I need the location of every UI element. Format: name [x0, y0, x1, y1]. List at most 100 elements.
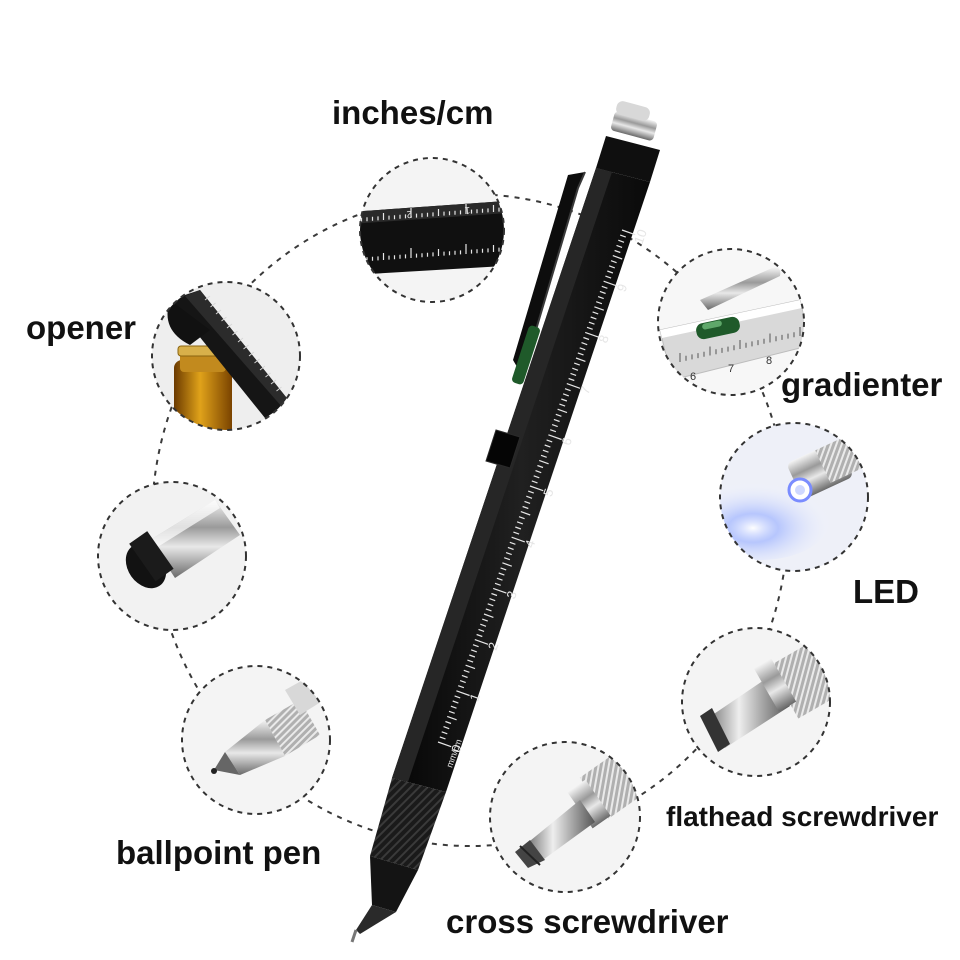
pen-ruler-tick: [443, 726, 450, 730]
pen-ruler-tick: [502, 562, 513, 567]
pen-ruler-tick: [621, 229, 636, 236]
pen-ruler-tick: [542, 449, 549, 453]
pen-ruler-tick: [511, 536, 526, 543]
pen-ruler-tick: [614, 249, 621, 254]
opener-ruler-tick: [221, 316, 227, 322]
pen-ruler-tick: [467, 659, 474, 663]
pen-ruler-tick: [535, 470, 542, 474]
opener-ruler-tick: [226, 323, 233, 329]
pen-ruler-tick: [555, 413, 562, 417]
pen-ruler-tick: [526, 495, 533, 499]
pen-ruler-tick: [518, 516, 525, 520]
pen-ruler-tick: [557, 408, 568, 414]
pen-ruler-tick: [485, 608, 492, 612]
pen-ruler-tick: [619, 234, 627, 238]
pen-ruler-tick: [524, 500, 531, 504]
pen-ruler-tick: [505, 552, 512, 556]
pen-ruler-tick: [538, 459, 549, 465]
gradienter-number-7: 7: [728, 363, 734, 375]
pen-ruler-tick: [594, 306, 605, 311]
label-flathead-screwdriver: flathead screwdriver: [666, 801, 939, 832]
opener-ruler-tick: [270, 379, 277, 385]
inset-number-1: 1: [464, 204, 471, 215]
pen-ruler-tick: [562, 393, 570, 397]
opener-ruler-tick: [254, 358, 260, 364]
pen-ruler-tick: [568, 377, 575, 382]
pen-ruler-tick: [537, 464, 544, 469]
pen-ruler-tick: [575, 357, 586, 362]
pen-ruler-tick: [470, 649, 478, 653]
pen-ruler-number: 7: [577, 384, 594, 396]
pen-ruler-tick: [507, 546, 514, 551]
pen-ruler-tick: [529, 485, 544, 492]
pen-ruler-tick: [531, 480, 538, 484]
pen-ruler-tick: [601, 285, 608, 289]
pen-ruler-tick: [588, 321, 595, 325]
pen-ruler-tick: [603, 280, 618, 287]
flathead-detail-circle: [681, 627, 831, 777]
pen-ruler-tick: [579, 347, 586, 351]
pen-ruler-tick: [592, 311, 599, 315]
pen-ruler-tick: [437, 741, 452, 748]
pen-ruler-tick: [550, 429, 557, 433]
pen-ruler-tick: [463, 669, 470, 673]
pen-ruler-tick: [581, 342, 588, 346]
pen-ruler-tick: [546, 439, 553, 443]
pen-ruler-number: 9: [614, 282, 631, 294]
stylus-detail-circle: [97, 481, 247, 631]
pen-ruler-tick: [548, 434, 562, 441]
pen-ruler-tick: [441, 731, 448, 735]
pen-ruler-tick: [586, 326, 593, 330]
inches-cm-detail-circle: 2 1: [359, 157, 505, 303]
pen-ruler-tick: [515, 526, 522, 530]
pen-ruler-tick: [570, 372, 577, 376]
pen-ruler-tick: [516, 521, 524, 525]
gradienter-number-6: 6: [690, 371, 696, 383]
pen-ruler-tick: [480, 623, 487, 627]
pen-ruler-tick: [454, 695, 461, 699]
pen-ruler-tick: [597, 296, 604, 300]
pen-ruler-tick: [583, 336, 590, 341]
pen-ruler-tick: [481, 618, 489, 622]
pen-ruler-tick: [456, 690, 470, 697]
pen-ruler-tick: [573, 362, 581, 366]
pen-ruler-tick: [450, 705, 457, 709]
pen-ruler-tick: [487, 603, 494, 607]
pen-ruler-tick: [596, 301, 603, 305]
pen-ruler-tick: [572, 367, 579, 371]
gradienter-number-8: 8: [766, 355, 772, 367]
pen-ruler-tick: [476, 633, 483, 638]
opener-ruler-tick: [204, 295, 211, 301]
pen-ruler-tick: [504, 557, 511, 561]
pen-ruler-tick: [553, 418, 560, 423]
ballpoint-detail-circle: [181, 665, 331, 815]
pen-ruler-tick: [496, 577, 503, 581]
pen-ruler-tick: [465, 664, 476, 670]
pen-ruler-tick: [608, 265, 616, 269]
inset-number-2: 2: [406, 208, 413, 219]
pen-ruler-tick: [561, 398, 568, 402]
pen-ruler-number: 3: [503, 589, 520, 601]
pen-ruler-number: 10: [631, 227, 650, 246]
cross-detail-circle: [489, 741, 641, 893]
pen-ruler-tick: [599, 290, 606, 295]
pen-ruler-tick: [446, 715, 457, 721]
pen-ruler-tick: [500, 567, 507, 571]
pen-ruler-tick: [590, 316, 597, 320]
opener-ruler-tick: [232, 330, 238, 336]
pen-ruler-tick: [448, 710, 455, 714]
pen-ruler-tick: [610, 260, 617, 264]
pen-ruler-tick: [527, 490, 535, 494]
pen-ruler-tick: [605, 275, 612, 279]
pen-ruler-tick: [483, 613, 494, 618]
pen-ruler-tick: [459, 680, 466, 684]
led-detail-circle: [719, 422, 869, 572]
opener-ruler-tick: [210, 302, 216, 308]
pen-ruler-number: 1: [466, 691, 483, 703]
label-inches-cm: inches/cm: [332, 94, 494, 131]
pen-ruler-tick: [474, 639, 489, 645]
pen-ruler-tick: [607, 270, 614, 274]
